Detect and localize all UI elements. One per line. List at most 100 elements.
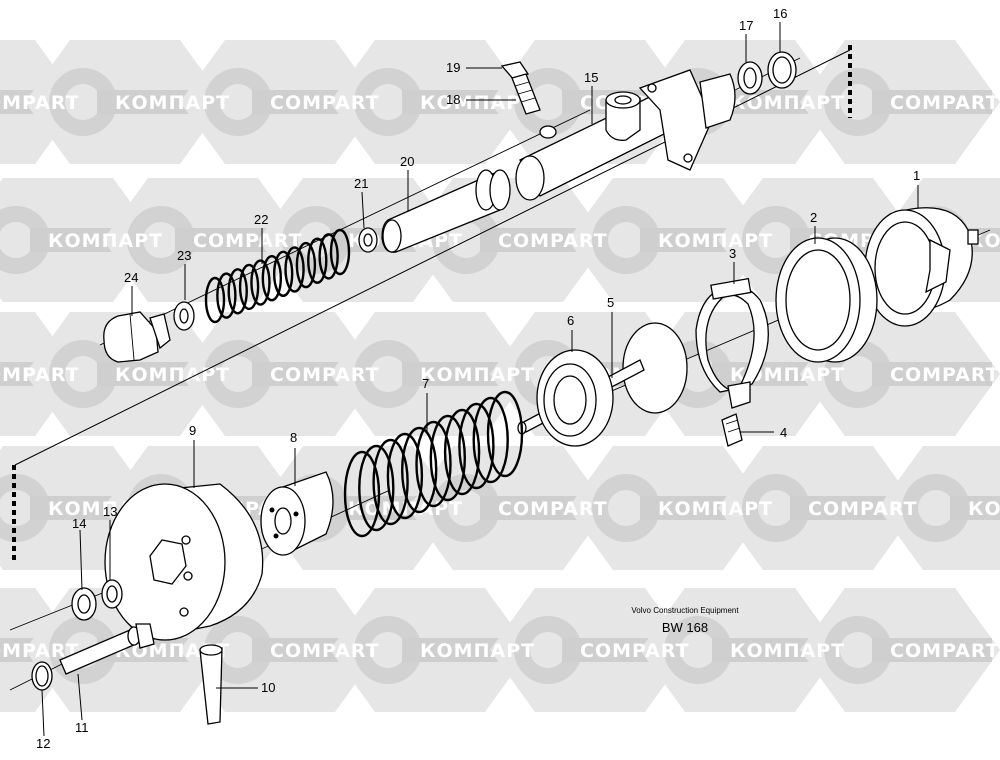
watermark-text: COMPART — [890, 364, 1000, 386]
callout-3: 3 — [729, 246, 736, 261]
watermark-text: COMPART — [0, 640, 80, 662]
watermark-text: COMPART — [270, 92, 380, 114]
callout-17: 17 — [739, 18, 753, 33]
part-11-pin — [59, 623, 155, 675]
part-4-clip — [721, 413, 743, 447]
watermark-text: КОМПАРТ — [48, 230, 163, 252]
watermark-text: COMPART — [0, 92, 80, 114]
callout-13: 13 — [103, 504, 117, 519]
spring-coil — [295, 241, 317, 289]
watermark-text: КОМПАРТ — [658, 498, 773, 520]
callout-4: 4 — [780, 425, 787, 440]
watermark-text: COMPART — [890, 640, 1000, 662]
part-14-bush — [71, 587, 97, 621]
watermark-text: КОМПАРТ — [420, 92, 535, 114]
callout-6: 6 — [567, 313, 574, 328]
callout-20: 20 — [400, 154, 414, 169]
callout-10: 10 — [261, 680, 275, 695]
watermark-text: КОМПАРТ — [658, 230, 773, 252]
spring-coil — [238, 263, 260, 311]
watermark-text: COMPART — [0, 364, 80, 386]
spring-coil — [443, 408, 481, 496]
part-15-cylinder-body — [515, 69, 736, 201]
part-1-housing — [864, 207, 979, 327]
spring-coil — [261, 254, 283, 302]
spring-coil — [429, 414, 466, 502]
callout-1: 1 — [913, 168, 920, 183]
spring-coil — [458, 402, 495, 490]
spring-coil — [318, 233, 339, 280]
callout-11: 11 — [75, 720, 89, 735]
callout-24: 24 — [124, 270, 138, 285]
part-23-washer — [173, 301, 195, 331]
watermark-text: COMPART — [498, 498, 608, 520]
callout-16: 16 — [773, 6, 787, 21]
part-6-cup — [536, 349, 614, 447]
part-20-piston — [381, 169, 511, 253]
part-13-washer — [101, 579, 123, 609]
part-21-washer — [358, 227, 378, 253]
spring-coil — [216, 272, 237, 319]
watermark-text: КОМПАРТ — [420, 364, 535, 386]
callout-7: 7 — [422, 376, 429, 391]
spring-coil — [227, 268, 248, 315]
part-9-drum — [104, 483, 264, 641]
spring-coil — [415, 420, 452, 508]
watermark-text: КОМПАРТ — [420, 640, 535, 662]
callout-2: 2 — [810, 210, 817, 225]
spring-coil — [472, 396, 509, 484]
leader-lines — [41, 22, 919, 737]
watermark-text: COMPART — [270, 364, 380, 386]
spring-coil — [401, 426, 438, 514]
callout-labels: 1 2 3 4 5 6 7 8 9 10 11 12 13 14 15 16 1… — [36, 6, 920, 751]
credit-block: Volvo Construction Equipment BW 168 — [630, 606, 740, 635]
callout-22: 22 — [254, 212, 268, 227]
callout-14: 14 — [72, 516, 86, 531]
callout-23: 23 — [177, 248, 191, 263]
part-12-circlip — [31, 661, 53, 691]
watermark-text: КОМПАРТ — [730, 92, 845, 114]
spring-coil — [386, 432, 424, 520]
part-24-cap-nut — [103, 311, 171, 363]
callout-8: 8 — [290, 430, 297, 445]
watermark-text: КОМПАРТ — [730, 640, 845, 662]
part-18-19-bleed-screw — [500, 61, 541, 115]
part-8-cone — [260, 471, 334, 556]
part-16-circlip — [767, 51, 797, 89]
spring-coil — [343, 450, 381, 538]
watermark-text: COMPART — [808, 498, 918, 520]
callout-19: 19 — [446, 60, 460, 75]
watermark-text: КОМПАРТ — [115, 92, 230, 114]
manufacturer-label: Volvo Construction Equipment — [631, 606, 739, 615]
part-17-ring — [737, 61, 763, 95]
spring-coil — [307, 237, 328, 284]
spring-coil — [250, 259, 271, 306]
callout-5: 5 — [607, 295, 614, 310]
watermark-text: КОМПАРТ — [968, 498, 1000, 520]
drawing-code: BW 168 — [661, 620, 709, 635]
part-22-spring — [204, 228, 351, 324]
callout-12: 12 — [36, 736, 50, 751]
callout-15: 15 — [584, 70, 598, 85]
spring-coil — [204, 276, 226, 324]
spring-coil — [272, 250, 294, 298]
spring-coil — [329, 228, 351, 276]
part-3-clamp — [695, 277, 769, 409]
callout-21: 21 — [354, 176, 368, 191]
part-7-spring — [343, 390, 524, 538]
watermark-text: КОМПАРТ — [115, 364, 230, 386]
callout-18: 18 — [446, 92, 460, 107]
part-10-sleeve — [199, 644, 223, 725]
watermark-text: COMPART — [498, 230, 608, 252]
watermark-text: COMPART — [890, 92, 1000, 114]
watermark-text: COMPART — [580, 640, 690, 662]
callout-9: 9 — [189, 423, 196, 438]
watermark-text: COMPART — [193, 230, 303, 252]
spring-coil — [486, 390, 524, 478]
spring-coil — [358, 444, 395, 532]
spring-coil — [372, 438, 409, 526]
spring-coil — [284, 246, 305, 293]
part-2-seal-ring — [775, 237, 878, 363]
watermark-text: COMPART — [270, 640, 380, 662]
